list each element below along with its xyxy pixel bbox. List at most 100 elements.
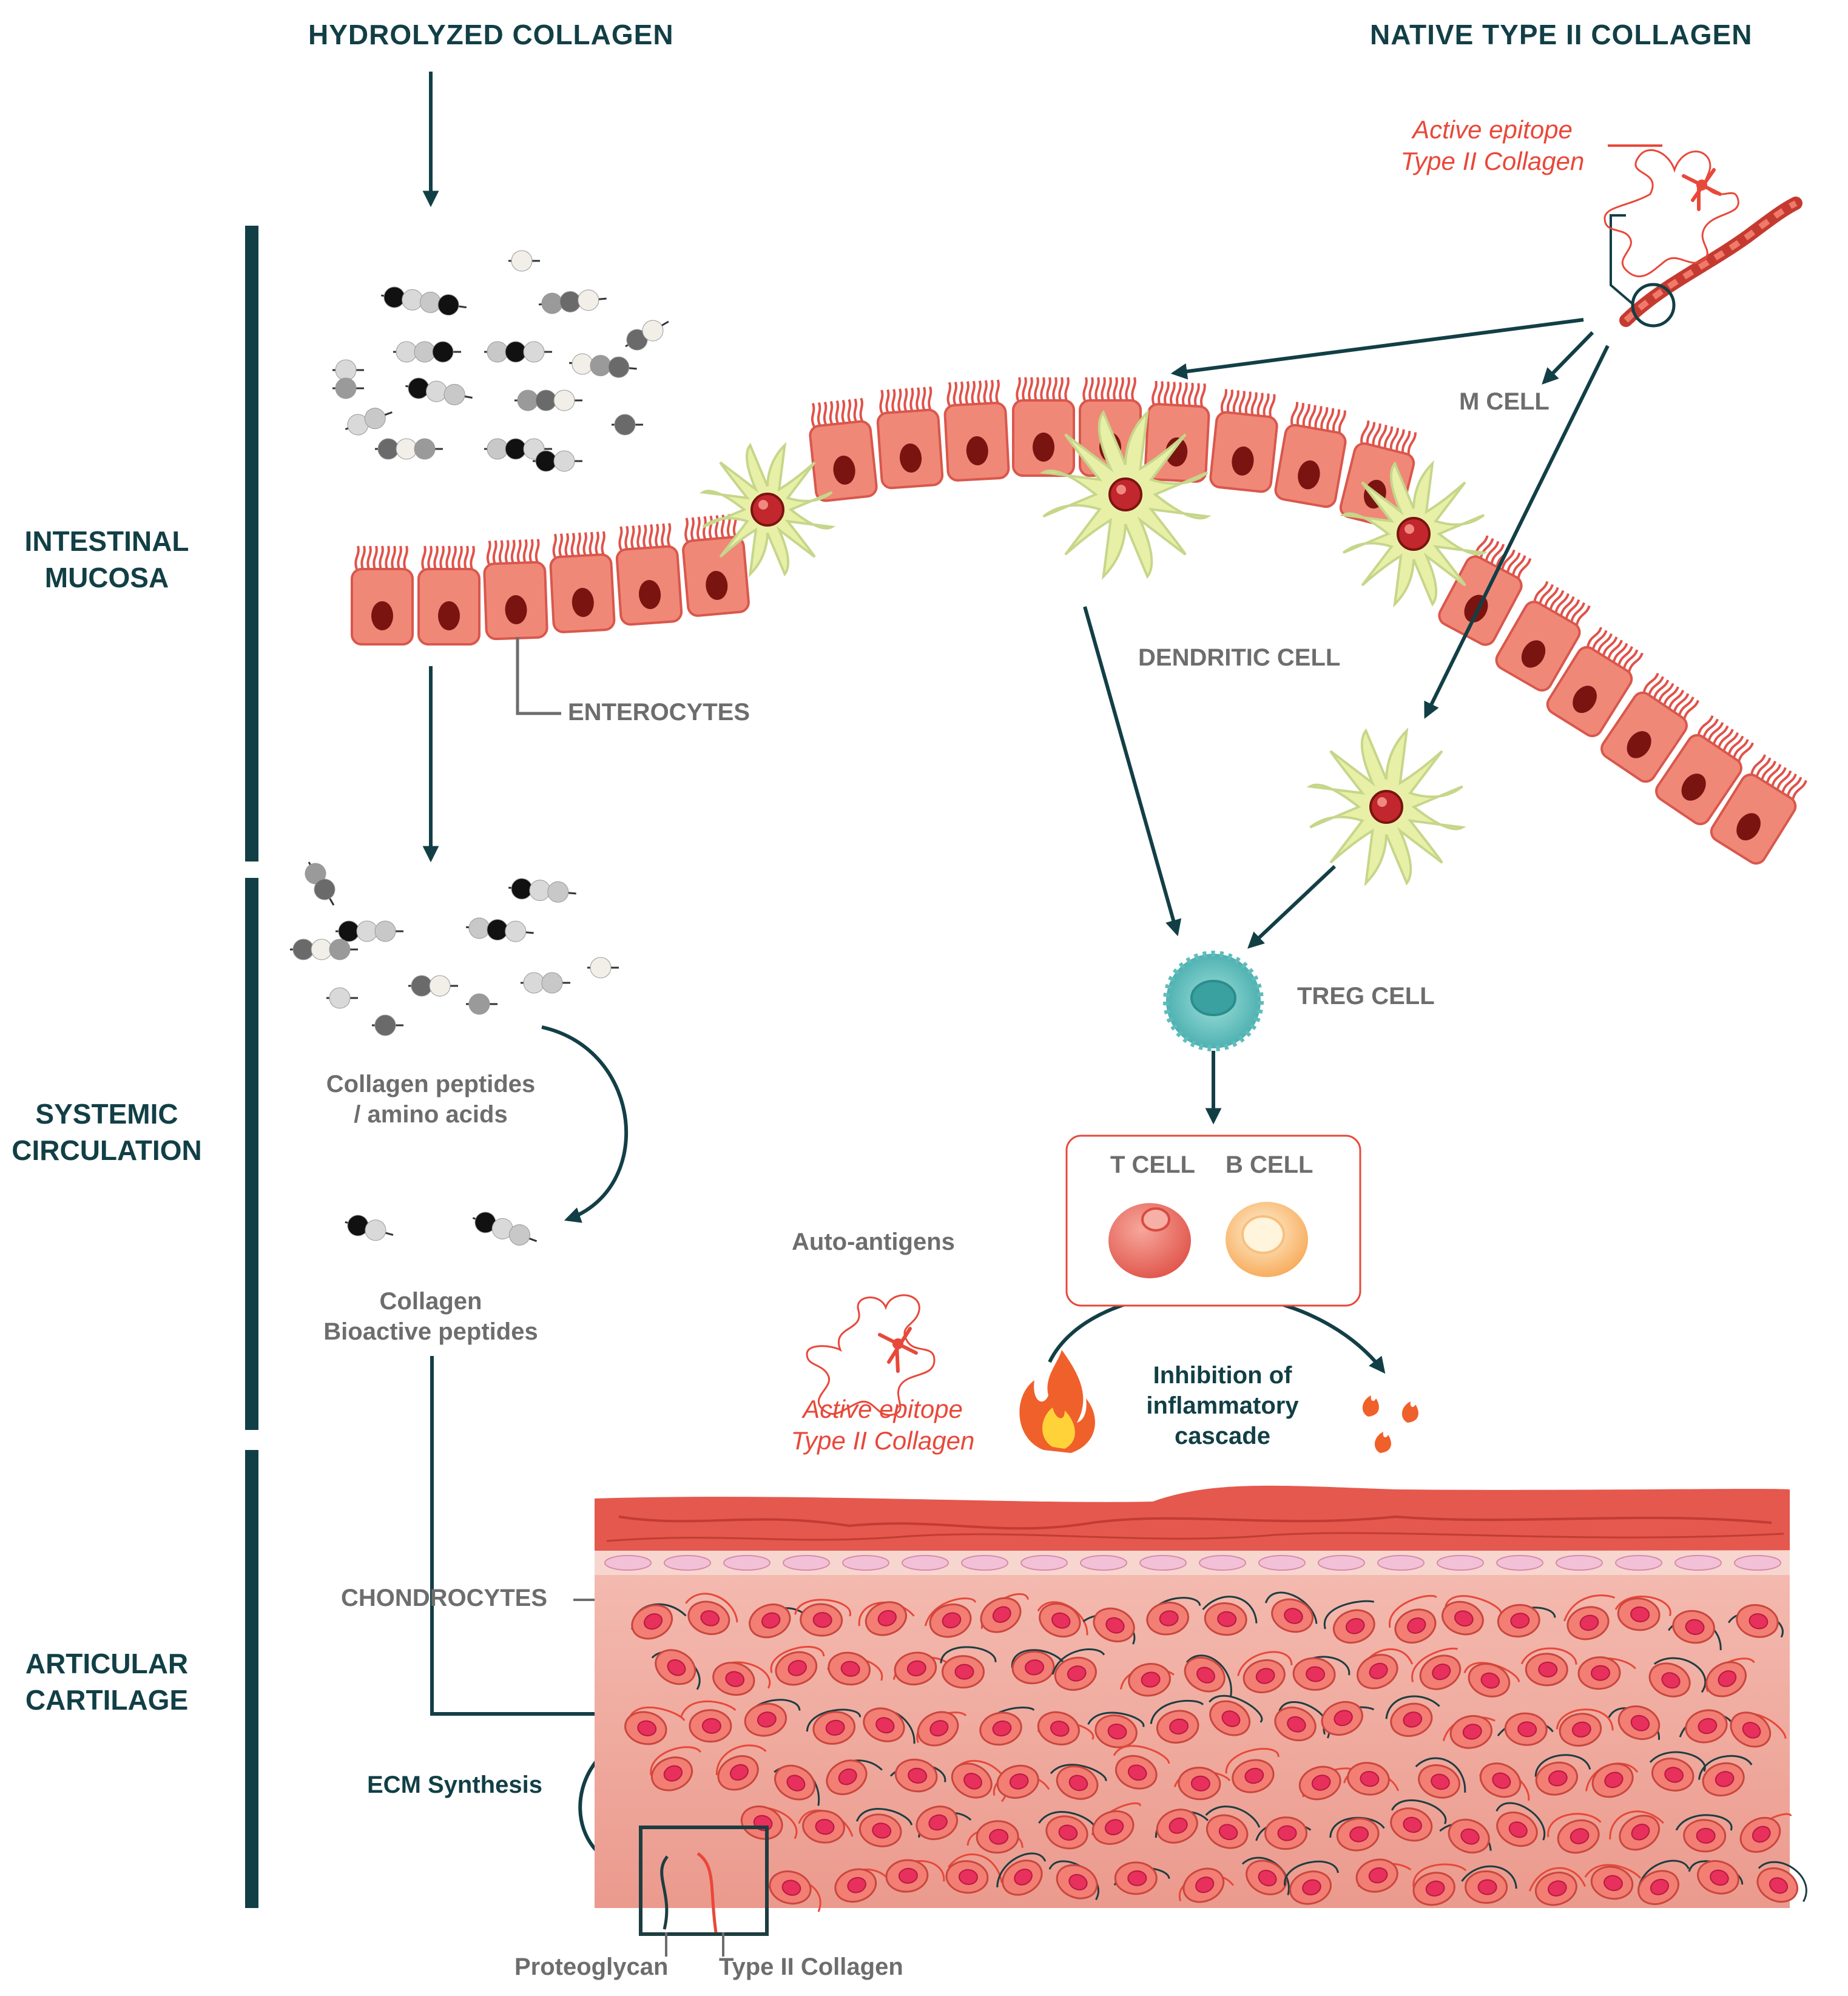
chondrocyte <box>1608 1705 1661 1741</box>
chondrocyte <box>1051 1648 1105 1691</box>
peptide-chain <box>514 389 582 411</box>
chondrocyte <box>1648 1657 1707 1698</box>
chondrocyte <box>951 1759 1008 1802</box>
chondrocyte <box>1274 1701 1330 1742</box>
inhibition-line2: inflammatory <box>1146 1392 1299 1419</box>
surface-cell <box>1615 1555 1662 1571</box>
chondrocyte <box>1585 1762 1639 1798</box>
peptide-chain <box>508 878 576 903</box>
enterocytes-leader <box>516 637 561 715</box>
collagen-peptides-line1: Collagen peptides <box>326 1071 536 1097</box>
chondrocyte <box>924 1597 977 1638</box>
t-cell-shape <box>1108 1203 1191 1278</box>
chondrocyte <box>715 1744 767 1791</box>
enterocyte <box>615 522 683 626</box>
chondrocyte <box>1463 1662 1520 1698</box>
section-systemic-line2: CIRCULATION <box>12 1135 202 1166</box>
chondrocyte <box>1675 1814 1733 1853</box>
active-epitope-top-label: Active epitope Type II Collagen <box>1359 114 1626 177</box>
chondrocyte <box>1609 1810 1664 1851</box>
bioactive-peptides-line2: Bioactive peptides <box>323 1318 538 1345</box>
peptide-chain <box>405 377 473 405</box>
surface-cell <box>1437 1555 1484 1571</box>
peptide-chain <box>393 341 461 363</box>
peptide-chain <box>521 972 570 994</box>
collagen-peptides-label: Collagen peptides / amino acids <box>291 1069 570 1130</box>
peptide-chain <box>332 359 364 381</box>
chondrocyte <box>1150 1699 1204 1744</box>
active-epitope-top-line1: Active epitope <box>1412 115 1573 144</box>
chondrocyte <box>1389 1594 1437 1644</box>
enterocyte <box>1495 581 1591 692</box>
surface-cell <box>1556 1555 1603 1571</box>
ecm-synthesis-label: ECM Synthesis <box>367 1772 542 1798</box>
chondrocytes-label: CHONDROCYTES <box>341 1585 548 1611</box>
dendritic-cell <box>1306 727 1466 887</box>
type2-collagen-label: Type II Collagen <box>719 1954 903 1980</box>
enterocyte <box>1012 377 1075 477</box>
chondrocyte <box>1355 1858 1412 1893</box>
section-systemic-circulation: SYSTEMIC CIRCULATION <box>0 1096 214 1168</box>
active-epitope-bottom-line1: Active epitope <box>803 1395 963 1423</box>
peptide-chain <box>538 289 607 314</box>
enterocyte <box>1546 627 1644 738</box>
chondrocyte <box>749 1603 806 1639</box>
ecm-detail-box <box>639 1826 769 1936</box>
chondrocyte <box>966 1820 1023 1854</box>
chondrocyte <box>1209 1694 1263 1736</box>
t-cell-label: T CELL <box>1110 1151 1195 1178</box>
chondrocyte <box>1255 1816 1312 1850</box>
chondrocyte <box>1730 1711 1787 1748</box>
enterocyte <box>1209 389 1278 493</box>
chondrocyte <box>1577 1656 1636 1690</box>
chondrocyte <box>1119 1663 1175 1697</box>
chondrocyte <box>1496 1802 1546 1847</box>
chondrocyte <box>1739 1813 1792 1853</box>
peptide-chain <box>336 920 403 942</box>
enterocyte <box>682 513 750 617</box>
surface-cell <box>1139 1555 1187 1571</box>
chondrocyte <box>1412 1863 1467 1906</box>
chondrocyte <box>1547 1813 1602 1854</box>
chondrocyte <box>1563 1594 1616 1640</box>
chondrocyte <box>916 1806 972 1841</box>
chondrocyte <box>1205 1806 1261 1849</box>
dendritic-cells <box>699 409 1488 887</box>
enterocyte <box>876 386 944 490</box>
chondrocyte <box>1727 1604 1784 1638</box>
chondrocyte <box>1202 1596 1258 1636</box>
inhibition-label: Inhibition of inflammatory cascade <box>1101 1360 1344 1451</box>
enterocyte <box>1710 754 1807 865</box>
chondrocyte <box>1113 1861 1170 1895</box>
surface-cell <box>604 1555 652 1571</box>
section-intestinal-line2: MUCOSA <box>44 562 169 593</box>
bioactive-peptides-line1: Collagen <box>379 1288 482 1315</box>
chondrocyte <box>650 1746 702 1792</box>
section-intestinal-mucosa: INTESTINAL MUCOSA <box>0 523 214 596</box>
chondrocyte <box>993 1764 1050 1799</box>
chondrocyte <box>770 1645 825 1686</box>
bioactive-peptides-label: Collagen Bioactive peptides <box>291 1286 570 1347</box>
chondrocyte <box>1497 1712 1554 1746</box>
treg-cell-label: TREG CELL <box>1297 983 1435 1010</box>
chondrocyte <box>631 1603 687 1640</box>
peptide-chain <box>484 341 552 363</box>
active-epitope-bottom-line2: Type II Collagen <box>791 1426 975 1455</box>
section-articular-line1: ARTICULAR <box>25 1648 189 1679</box>
chondrocyte <box>1439 1818 1492 1854</box>
peptide-chain <box>345 1215 394 1241</box>
chondrocyte <box>1637 1859 1690 1906</box>
chondrocytes <box>624 1591 1807 1912</box>
native-collagen-header: NATIVE TYPE II COLLAGEN <box>1370 19 1753 50</box>
chondrocyte <box>1698 1755 1753 1797</box>
tb-cell-box <box>1065 1135 1361 1307</box>
chondrocyte <box>826 1759 883 1795</box>
chondrocyte <box>1442 1595 1502 1636</box>
chondrocyte <box>1679 1709 1735 1744</box>
inhibition-line3: cascade <box>1175 1423 1270 1449</box>
intestinal-epithelium <box>351 377 1807 865</box>
enterocyte <box>809 397 878 502</box>
chondrocyte <box>1155 1809 1209 1844</box>
enterocyte <box>1274 402 1347 508</box>
